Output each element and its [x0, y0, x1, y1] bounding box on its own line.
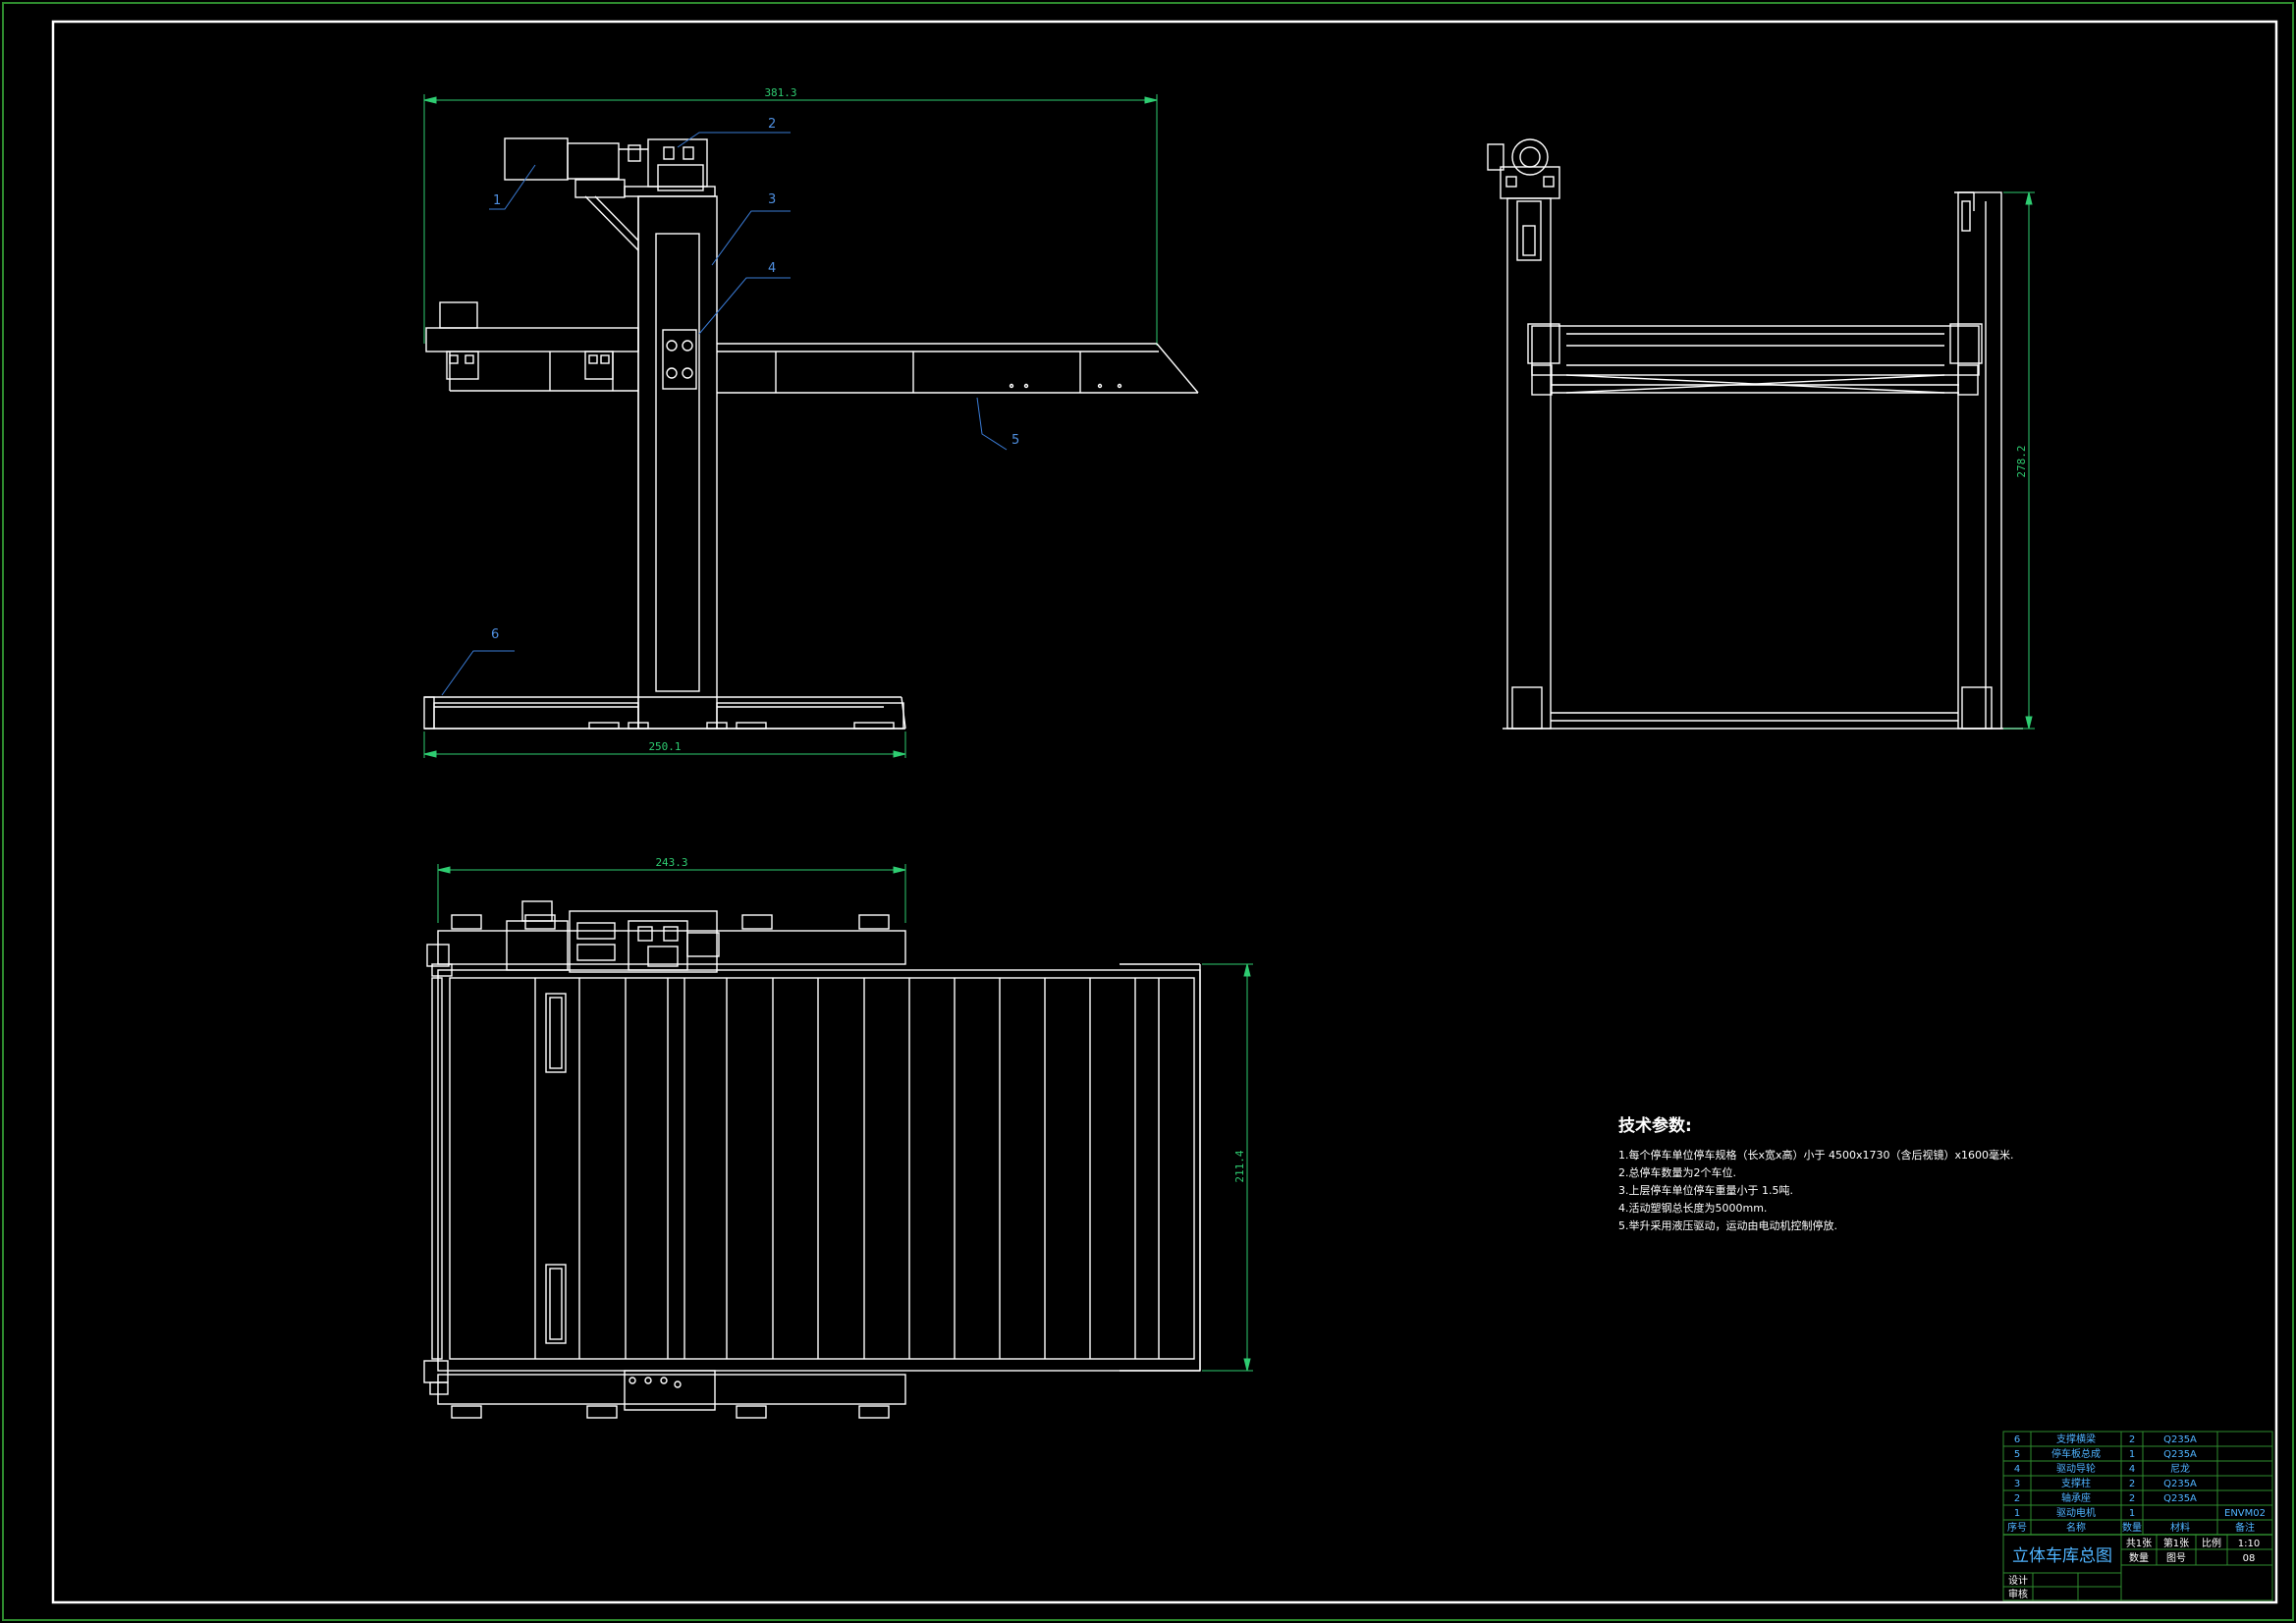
sheet-total: 共1张	[2126, 1538, 2152, 1549]
platform-slats	[534, 978, 1160, 1359]
tech-param-line: 4.活动塑钢总长度为5000mm.	[1618, 1201, 1767, 1215]
part-no: 5	[2014, 1449, 2020, 1460]
part-name: 驱动电机	[2056, 1506, 2096, 1519]
part-qty: 4	[2129, 1464, 2135, 1475]
part-name: 驱动导轮	[2056, 1462, 2096, 1475]
tech-param-line: 3.上层停车单位停车重量小于 1.5吨.	[1618, 1183, 1793, 1197]
part-qty: 2	[2129, 1479, 2135, 1489]
drawing-frame	[51, 20, 2278, 1604]
part-qty: 1	[2129, 1449, 2135, 1460]
dim-top-depth: 211.4	[1233, 1150, 1246, 1182]
top-view: 243.3	[423, 856, 1253, 1419]
part-no: 3	[2014, 1479, 2020, 1489]
balloon-4: 4	[768, 261, 776, 276]
balloon-5: 5	[1011, 433, 1019, 448]
dim-height: 278.2	[2015, 445, 2028, 477]
motor-body	[504, 137, 569, 181]
header-qty: 数量	[2122, 1521, 2142, 1534]
balloon-1: 1	[493, 193, 501, 208]
part-name: 支撑横梁	[2056, 1433, 2096, 1445]
balloon-3: 3	[768, 192, 776, 207]
leaders	[441, 132, 1008, 696]
front-view: 381.3	[423, 86, 1199, 758]
parts-table	[2002, 1431, 2273, 1601]
tech-param-line: 1.每个停车单位停车规格（长x宽x高）小于 4500x1730（含后视镜）x16…	[1618, 1148, 2014, 1162]
dim-width-top: 381.3	[764, 86, 796, 99]
part-name: 轴承座	[2061, 1491, 2091, 1504]
balloon-2: 2	[768, 117, 776, 132]
support-column	[637, 195, 718, 730]
side-view: 278.2	[1487, 138, 2035, 730]
tech-param-line: 5.举升采用液压驱动，运动由电动机控制停放.	[1618, 1218, 1837, 1232]
dim-width-bottom: 250.1	[648, 740, 681, 753]
upper-platform	[717, 343, 1199, 394]
part-material: Q235A	[2163, 1449, 2197, 1460]
base-frame	[423, 696, 906, 730]
part-qty: 2	[2129, 1493, 2135, 1504]
scale-value: 1:10	[2238, 1539, 2260, 1549]
drawing-title: 立体车库总图	[2012, 1546, 2112, 1566]
scale-label: 比例	[2202, 1537, 2221, 1549]
tech-params-heading: 技术参数:	[1618, 1115, 1692, 1136]
part-no: 4	[2014, 1464, 2020, 1475]
part-no: 2	[2014, 1493, 2020, 1504]
qty-label: 数量	[2129, 1551, 2149, 1564]
header-no: 序号	[2007, 1521, 2027, 1534]
tech-param-line: 2.总停车数量为2个车位.	[1618, 1165, 1736, 1179]
balloon-6: 6	[491, 627, 499, 642]
header-name: 名称	[2066, 1521, 2086, 1534]
part-material: 尼龙	[2170, 1462, 2190, 1475]
title-block: 立体车库总图 共1张 第1张 比例 1:10 数量 图号 08 设计 审核	[2008, 1537, 2260, 1600]
side-left-column	[1506, 197, 1552, 730]
parts-table-text: 6 支撑横梁 2 Q235A 5 停车板总成 1 Q235A 4 驱动导轮 4 …	[2007, 1433, 2266, 1534]
drawing-no-label: 图号	[2166, 1552, 2186, 1564]
header-material: 材料	[2170, 1521, 2190, 1534]
sheet-no: 第1张	[2163, 1537, 2189, 1549]
part-no: 6	[2014, 1434, 2020, 1445]
reviewer-label: 审核	[2008, 1588, 2028, 1600]
tech-params: 技术参数: 1.每个停车单位停车规格（长x宽x高）小于 4500x1730（含后…	[1618, 1115, 2014, 1232]
dimension-top	[423, 94, 1158, 346]
part-qty: 2	[2129, 1434, 2135, 1445]
designer-label: 设计	[2008, 1574, 2028, 1587]
part-name: 支撑柱	[2061, 1477, 2091, 1489]
part-note: ENVM02	[2224, 1508, 2266, 1519]
dim-top-width: 243.3	[655, 856, 687, 869]
side-right-column	[1957, 191, 2002, 730]
part-material: Q235A	[2163, 1434, 2197, 1445]
part-name: 停车板总成	[2051, 1447, 2101, 1460]
part-material: Q235A	[2163, 1493, 2197, 1504]
top-platform	[437, 969, 1201, 1372]
header-note: 备注	[2235, 1521, 2255, 1534]
part-no: 1	[2014, 1508, 2020, 1519]
drawing-no: 08	[2243, 1553, 2256, 1564]
part-material: Q235A	[2163, 1479, 2197, 1489]
part-qty: 1	[2129, 1508, 2135, 1519]
